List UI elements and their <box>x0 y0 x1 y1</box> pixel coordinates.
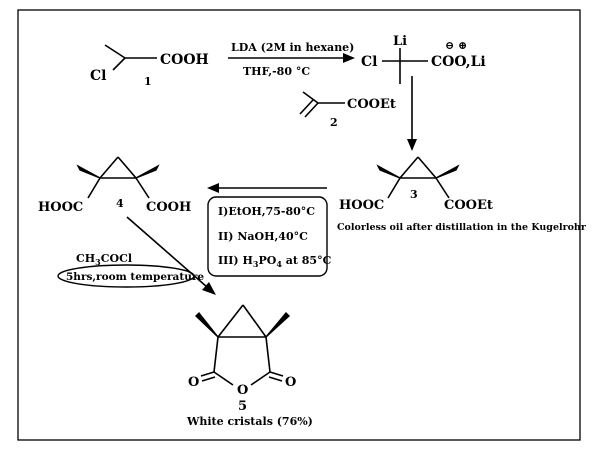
step-3-arrow <box>207 183 327 193</box>
compound-4: HOOC COOH 4 <box>38 156 191 215</box>
wedge-bond <box>76 164 101 179</box>
compound-1-cl-label: Cl <box>90 68 106 84</box>
bond <box>112 57 126 71</box>
ring-bond <box>399 156 419 179</box>
compound-5-o-ring-label: O <box>237 383 248 398</box>
intermediate-li-label: Li <box>393 34 407 49</box>
carbonyl-bond <box>268 376 283 382</box>
step-4-arrow <box>126 216 216 295</box>
carbonyl-bond <box>269 371 284 377</box>
compound-2-number: 2 <box>330 116 338 129</box>
step-2-arrow <box>407 76 417 151</box>
ring-bond <box>265 336 271 373</box>
scheme-frame <box>17 9 581 441</box>
wedge-bond <box>265 311 291 338</box>
bond <box>304 102 319 118</box>
arrow-head <box>207 183 219 193</box>
compound-3-number: 3 <box>410 188 418 201</box>
compound-4-number: 4 <box>116 197 124 210</box>
bond <box>87 177 101 199</box>
intermediate-charges: ⊖ ⊕ <box>445 39 467 52</box>
wedge-bond <box>435 164 460 179</box>
compound-2-ester-label: COOEt <box>347 97 396 112</box>
ring-bond <box>242 304 267 338</box>
compound-3-ester-label: COOEt <box>444 198 493 213</box>
wedge-bond <box>194 311 219 338</box>
compound-3-note: Colorless oil after distillation in the … <box>337 222 587 233</box>
arrow-head <box>343 53 355 63</box>
bond <box>135 177 150 199</box>
intermediate-carboxylate-label: COO,Li <box>431 54 486 70</box>
bond <box>302 91 319 104</box>
intermediate-cl-label: Cl <box>361 54 377 70</box>
wedge-bond <box>376 164 401 179</box>
lithiated-intermediate: Li Cl ⊖ ⊕ COO,Li <box>361 34 486 84</box>
ring-bond <box>417 156 437 179</box>
arrow-head <box>202 282 216 295</box>
ring-bond <box>213 336 219 373</box>
arrow-head <box>407 139 417 151</box>
step-3-conditions-box: I)EtOH,75-80°C II) NaOH,40°C III) H3PO4 … <box>207 196 332 277</box>
compound-1-number: 1 <box>144 75 152 88</box>
step-1-reagent: LDA (2M in hexane) <box>231 41 354 54</box>
compound-3: HOOC COOEt 3 Colorless oil after distill… <box>337 156 587 233</box>
step-4-conditions: CH3COCl 5hrs,room temperature <box>57 252 204 288</box>
step-4-reagent: CH3COCl <box>76 252 132 267</box>
wedge-bond <box>135 164 160 179</box>
double-bond <box>299 99 314 115</box>
compound-1: Cl COOH 1 <box>90 44 209 88</box>
carbonyl-bond <box>200 371 215 377</box>
compound-2: COOEt 2 <box>299 91 396 129</box>
bond <box>387 177 401 199</box>
step-3-line-3: III) H3PO4 at 85°C <box>218 254 332 269</box>
compound-4-acid-right-label: COOH <box>146 200 191 215</box>
compound-5: O O O 5 White cristals (76%) <box>186 304 313 428</box>
step-4-conditions-text: 5hrs,room temperature <box>66 271 204 283</box>
ring-bond <box>213 371 234 386</box>
compound-4-acid-left-label: HOOC <box>38 200 83 215</box>
step-3-line-2: II) NaOH,40°C <box>218 230 308 243</box>
compound-5-number: 5 <box>238 399 247 414</box>
compound-1-acid-label: COOH <box>160 52 209 68</box>
compound-5-o-left-label: O <box>188 375 199 390</box>
carbonyl-bond <box>201 376 216 382</box>
bond <box>435 177 450 199</box>
ring-bond <box>217 304 244 338</box>
ring-bond <box>250 371 271 386</box>
step-1-arrow: LDA (2M in hexane) THF,-80 °C <box>228 41 355 78</box>
conditions-oval <box>57 264 195 288</box>
step-3-line-1: I)EtOH,75-80°C <box>218 205 315 218</box>
compound-3-acid-label: HOOC <box>339 198 384 213</box>
ring-bond <box>117 156 137 179</box>
step-1-conditions: THF,-80 °C <box>243 65 310 78</box>
conditions-box <box>207 196 328 277</box>
bond <box>104 44 126 59</box>
compound-5-note: White cristals (76%) <box>186 415 313 428</box>
compound-5-o-right-label: O <box>285 375 296 390</box>
ring-bond <box>99 156 119 179</box>
